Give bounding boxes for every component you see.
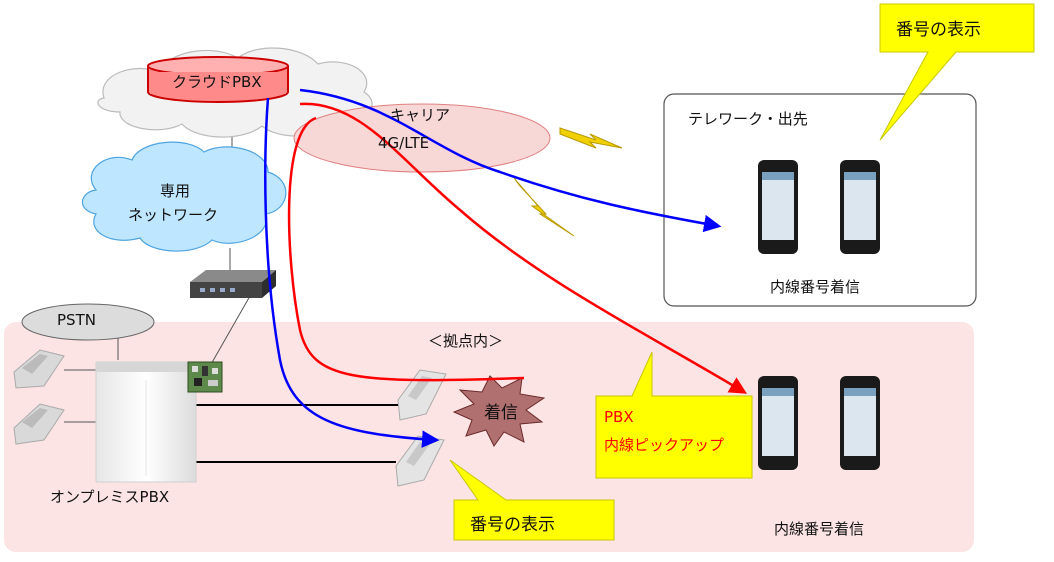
callout-bottom-shape <box>449 459 615 541</box>
ext-incoming-site-label: 内線番号着信 <box>774 520 865 538</box>
callout-pickup-shape <box>595 351 753 479</box>
circuit-board-icon <box>187 361 223 393</box>
router-to-pbx-link <box>209 295 251 367</box>
cloud-pbx-label: クラウドPBX <box>172 73 262 91</box>
cloud-pbx-cylinder <box>147 56 289 103</box>
smartphone-icon <box>840 160 880 254</box>
router-icon <box>190 270 276 298</box>
smartphone-icon <box>758 376 798 470</box>
lightning-icon <box>559 127 623 149</box>
pstn-ellipse <box>21 303 155 341</box>
desk-phone-icon <box>13 403 65 445</box>
callout-number-display-bottom: 番号の表示 <box>470 515 555 535</box>
pickup-label-line1: PBX <box>604 408 634 426</box>
telework-label: テレワーク・出先 <box>688 110 808 128</box>
pstn-label: PSTN <box>57 311 96 329</box>
site-phone-2-icon <box>395 435 445 487</box>
pickup-label-line2: 内線ピックアップ <box>604 436 725 454</box>
callout-number-display-top: 番号の表示 <box>896 20 981 40</box>
private-network-label-line1: 専用 <box>160 182 191 200</box>
blue-route-to-site-phone <box>264 97 440 448</box>
onprem-pbx-label: オンプレミスPBX <box>50 488 170 506</box>
private-network-label-line2: ネットワーク <box>128 206 219 224</box>
lightning-icon <box>513 177 575 237</box>
private-network-cloud <box>81 141 287 252</box>
red-route-to-site-smartphone <box>299 102 748 394</box>
red-route-to-site-phone <box>287 116 525 382</box>
smartphone-icon <box>840 376 880 470</box>
callout-top-shape <box>879 3 1035 141</box>
desk-phone-icon <box>13 349 65 389</box>
incoming-label: 着信 <box>484 403 518 423</box>
site-phone-1-icon <box>397 369 447 421</box>
telework-box <box>663 93 977 307</box>
incoming-burst <box>452 375 546 447</box>
smartphone-icon <box>758 160 798 254</box>
carrier-label-line2: 4G/LTE <box>378 134 430 152</box>
blue-route-to-remote <box>299 88 722 233</box>
ext-incoming-remote-label: 内線番号着信 <box>770 278 861 296</box>
carrier-label-line1: キャリア <box>390 106 451 124</box>
site-label: ＜拠点内＞ <box>428 332 504 350</box>
onprem-pbx-cabinet <box>95 361 197 483</box>
